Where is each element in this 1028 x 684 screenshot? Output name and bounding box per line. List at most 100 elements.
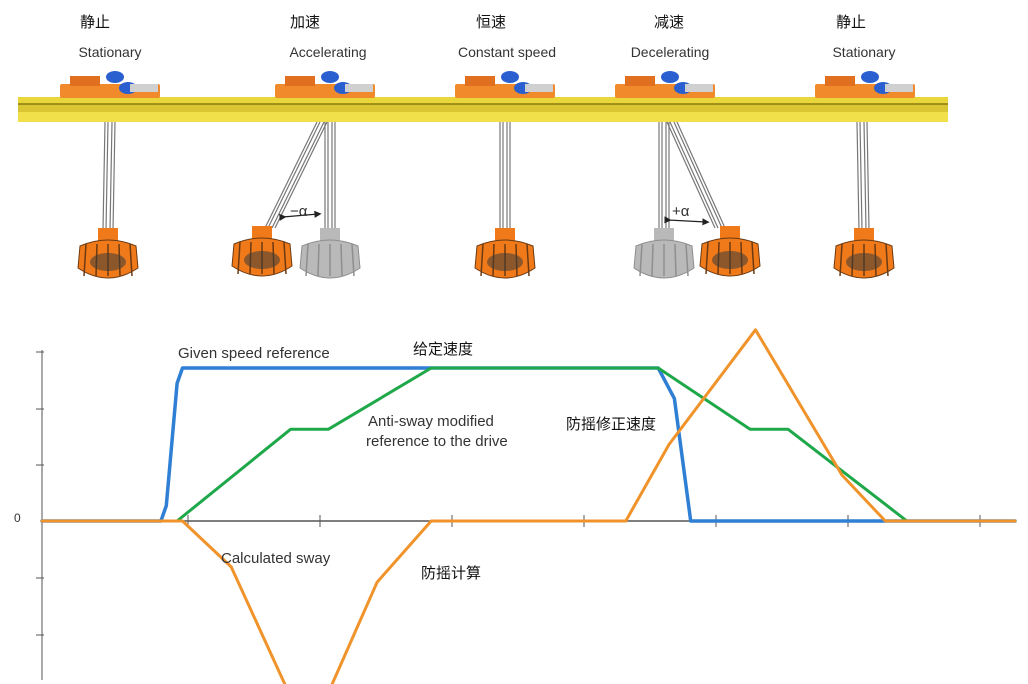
rope [673,121,723,229]
trolley-1 [60,71,160,98]
grab-head [654,228,674,242]
motor-icon [661,71,679,83]
grab-tine [129,243,133,277]
grab-tine [685,243,689,277]
beam-body [18,104,948,112]
trolley-2 [275,71,375,98]
phase-en-label-2: Accelerating [289,44,367,60]
grab-stationary-2 [833,228,895,279]
rope [856,121,860,231]
trolley-5 [815,71,915,98]
trolley-housing [825,76,855,86]
grab-head [320,228,340,242]
grab-tine [705,241,709,275]
phase-en-label-1: Stationary [78,44,142,60]
grab-load [487,253,523,271]
trolley-4 [615,71,715,98]
trolley-housing [465,76,495,86]
neg-angle-arrow [279,210,322,221]
grab-load [846,253,882,271]
phase-cn-label-2: 加速 [289,13,320,31]
motor-icon [501,71,519,83]
grab-tine [480,243,484,277]
phase-en-label-5: Stationary [832,44,896,60]
trolley-housing [625,76,655,86]
grab-tine [317,243,320,277]
rope [112,121,116,231]
pos-angle-arrow [664,216,710,226]
grab-tine [885,243,889,277]
grab-tine [237,241,241,275]
grab-swing-accel [231,226,293,277]
ropes-stationary-2 [856,121,870,231]
phase-en-label-4: Decelerating [630,44,710,60]
zero-axis-label: 0 [14,511,21,525]
negative-angle-label: −α [290,203,308,220]
rope [271,121,325,229]
ropes-constant [499,122,511,230]
grab-ghost-accel [299,228,361,279]
ropes-ghost-decel [658,122,670,228]
grab-tine [674,243,677,277]
grab-tine [305,243,309,277]
grab-head [495,228,515,242]
grab-load [90,253,126,271]
grab-head [98,228,118,242]
anti-sway-label-line2: reference to the drive [366,433,508,450]
rope [109,121,113,231]
ropes-swing-accel [264,121,328,229]
grab-tine [283,241,287,275]
motor-icon [321,71,339,83]
rope [666,121,716,229]
drum [685,84,713,92]
given-speed-label: Given speed reference [178,345,330,362]
drum [525,84,553,92]
grab-ghost-decel [633,228,695,279]
motor-icon [106,71,124,83]
grab-tine [526,243,530,277]
grab-tine [651,243,654,277]
grab-load [244,251,280,269]
calculated-sway-cn-label: 防摇计算 [421,564,482,582]
grab-head [252,226,272,240]
grab-tine [83,243,87,277]
positive-angle-label: +α [672,203,690,220]
ropes-stationary-1 [102,121,116,231]
motor-icon [861,71,879,83]
trolley-housing [285,76,315,86]
rope [264,121,318,229]
phase-cn-label-1: 静止 [79,13,110,31]
rope [274,121,328,229]
rope [859,121,863,231]
trolley-3 [455,71,555,98]
rope [267,121,321,229]
anti-sway-series [40,366,1017,523]
grab-head [720,226,740,240]
drum [130,84,158,92]
drum [885,84,913,92]
drum [345,84,373,92]
rope [676,121,726,229]
phase-cn-label-5: 静止 [835,13,866,31]
trolley-housing [70,76,100,86]
phase-cn-label-3: 恒速 [475,13,506,31]
phase-cn-label-4: 减速 [653,13,684,31]
ropes-ghost-accel [324,122,336,230]
grab-stationary-1 [77,228,139,279]
grab-swing-decel [699,226,761,277]
calculated-sway-label: Calculated sway [221,550,331,567]
grab-tine [839,243,843,277]
rope [105,121,109,231]
grab-tine [639,243,643,277]
rope [863,121,867,231]
anti-sway-cn-label: 防摇修正速度 [566,415,657,433]
grab-tine [340,243,343,277]
rope [866,121,870,231]
ropes-swing-decel [666,121,726,229]
grab-constant [474,228,536,279]
anti-sway-label-line1: Anti-sway modified [368,413,494,430]
grab-load [712,251,748,269]
grab-tine [751,241,755,275]
